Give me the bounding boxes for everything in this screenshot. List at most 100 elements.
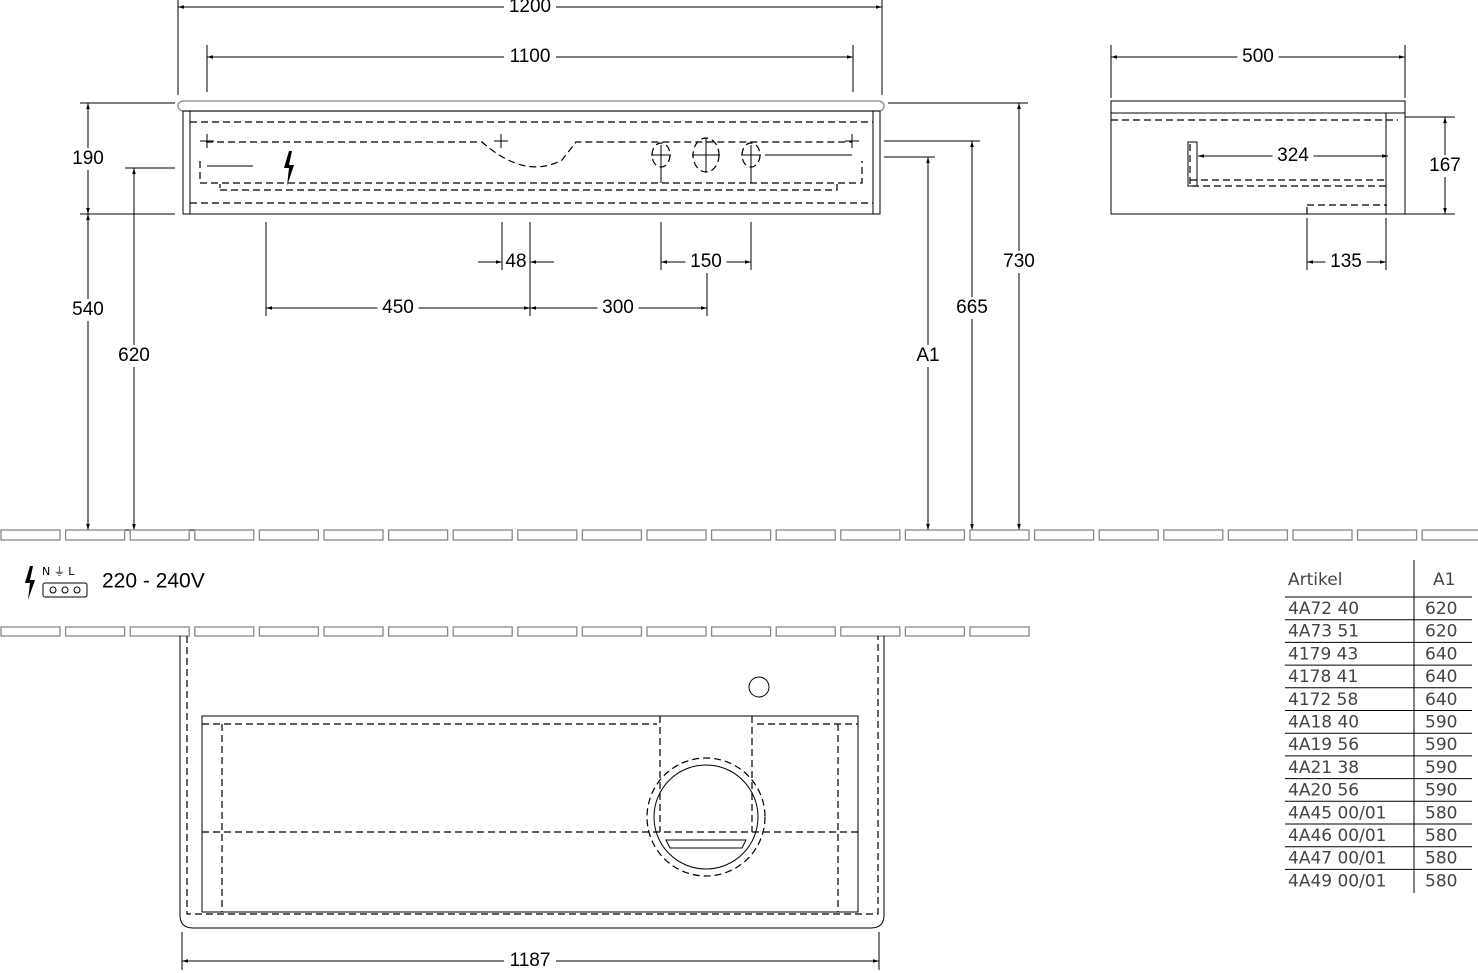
dimension-depth: 500 (1111, 46, 1405, 68)
article-number: 4A19 56 (1288, 735, 1359, 755)
a1-value: 590 (1425, 758, 1457, 778)
floor-tile (646, 529, 707, 541)
a1-value: 620 (1425, 622, 1457, 642)
dimension-label: 450 (382, 297, 414, 318)
a1-value: 590 (1425, 781, 1457, 801)
dimension-label: 1200 (509, 0, 551, 17)
dimension-label: A1 (916, 345, 939, 366)
a1-value: 590 (1425, 713, 1457, 733)
floor-tile (581, 529, 643, 541)
voltage-label: 220 - 240V (102, 570, 205, 593)
article-number: 4179 43 (1288, 644, 1358, 664)
floor-tile (1163, 529, 1224, 541)
article-number: 4A20 56 (1288, 781, 1359, 801)
table-row: 4A19 56 590 (1285, 732, 1472, 755)
floor-tile (129, 626, 190, 637)
dimension-label: 540 (72, 299, 104, 320)
floor-tile (904, 529, 966, 541)
table-row: 4A46 00/01 580 (1285, 823, 1472, 846)
a1-value: 640 (1425, 690, 1457, 710)
dimension-overall_width: 1200 (178, 0, 882, 18)
dimension-label: 1187 (510, 950, 551, 971)
a1-value: 620 (1425, 599, 1457, 619)
a1-value: 580 (1425, 803, 1457, 823)
floor-tile (517, 529, 578, 541)
floor-tile (452, 626, 513, 637)
table-row: 4A47 00/01 580 (1285, 846, 1472, 869)
dimension-label: 665 (956, 297, 988, 318)
a1-value: 580 (1425, 826, 1457, 846)
table-header-artikel: Artikel (1288, 570, 1342, 590)
a1-value: 580 (1425, 849, 1457, 869)
floor-tile (0, 529, 61, 541)
floor-tile (969, 626, 1030, 637)
floor-tile (775, 626, 836, 637)
floor-tile (1356, 529, 1418, 541)
article-number: 4172 58 (1288, 690, 1358, 710)
dimension-drain_height: 665 (951, 141, 993, 530)
dimension-label: 135 (1330, 251, 1362, 272)
floor-tile (710, 529, 772, 541)
socket-icon (42, 582, 88, 598)
dimension-label: 324 (1277, 145, 1309, 166)
lightning-icon (284, 151, 294, 186)
dimension-total_height: 730 (998, 103, 1040, 530)
dimension-label: 300 (602, 297, 634, 318)
dimension-side_135: 135 (1307, 251, 1386, 273)
floor-tiles (0, 529, 1478, 637)
a1-value: 590 (1425, 735, 1457, 755)
dimension-label: 48 (505, 251, 526, 272)
table-row: 4A73 51 620 (1285, 619, 1472, 642)
dimension-inner_width: 1100 (207, 46, 853, 68)
dimension-gap_48: 48 (478, 251, 554, 272)
electrical-spec: N ⏚ L 220 - 240V (25, 565, 205, 600)
floor-tile (775, 529, 836, 541)
floor-tile (0, 626, 61, 637)
article-number: 4178 41 (1288, 667, 1358, 687)
article-number: 4A46 00/01 (1288, 826, 1386, 846)
floor-tile (387, 529, 449, 541)
article-number: 4A49 00/01 (1288, 871, 1386, 891)
plan-view (179, 636, 885, 929)
floor-tile (64, 529, 126, 541)
floor-tile (1098, 529, 1159, 541)
floor-tile (1033, 529, 1095, 541)
socket-letters: N ⏚ L (42, 565, 75, 578)
dimension-bottom_width: 1187 (182, 950, 879, 972)
article-number: 4A73 51 (1288, 622, 1359, 642)
floor-tile (64, 626, 126, 637)
dimension-label: 1100 (510, 46, 551, 67)
floor-tile (194, 626, 255, 637)
table-row: 4172 58 640 (1285, 687, 1472, 710)
floor-tile (129, 529, 190, 541)
floor-tile (840, 626, 901, 637)
dimension-label: 500 (1242, 46, 1274, 67)
dimension-label: 190 (72, 148, 104, 169)
floor-tile (323, 529, 384, 541)
floor-tile (258, 626, 320, 637)
dimension-lower_height: 540 (67, 214, 109, 530)
a1-value: 580 (1425, 871, 1457, 891)
floor-tile (323, 626, 384, 637)
dimension-side_height: 167 (1424, 117, 1466, 214)
floor-tile (1421, 529, 1478, 541)
floor-tile (904, 626, 966, 637)
article-number: 4A45 00/01 (1288, 803, 1386, 823)
floor-tile (969, 529, 1030, 541)
table-row: 4A21 38 590 (1285, 755, 1472, 778)
dimension-variable_height: A1 (913, 157, 943, 530)
floor-tile (194, 529, 255, 541)
article-number: 4A47 00/01 (1288, 849, 1386, 869)
floor-tile (387, 626, 449, 637)
floor-tile (710, 626, 772, 637)
floor-tile (1292, 529, 1353, 541)
floor-tile (646, 626, 707, 637)
floor-tile (840, 529, 901, 541)
article-number: 4A21 38 (1288, 758, 1359, 778)
